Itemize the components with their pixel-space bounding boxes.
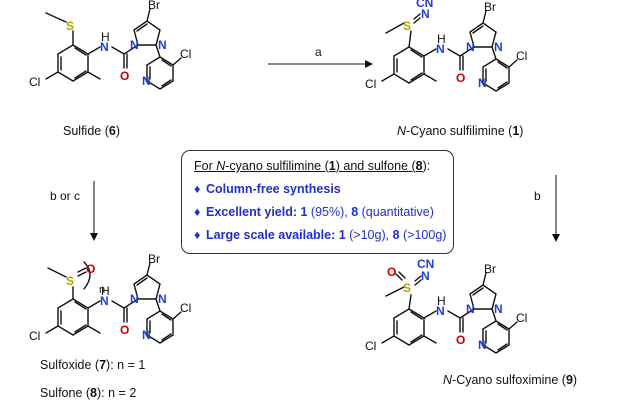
atom-chlorine: Cl: [365, 339, 376, 353]
atom-bromine: Br: [484, 262, 496, 276]
atom-oxygen: O: [387, 265, 396, 279]
atom-nitrogen: N: [100, 40, 109, 54]
atom-nitrogen: N: [158, 292, 167, 306]
diamond-bullet-icon: ♦: [194, 205, 201, 219]
atom-hydrogen: H: [437, 294, 446, 308]
reagent-a: a: [315, 45, 322, 59]
atom-chlorine: Cl: [516, 49, 527, 63]
highlights-heading: For N-cyano sulfilimine (1) and sulfone …: [194, 159, 431, 173]
atom-nitrogen: N: [421, 269, 430, 283]
atom-bromine: Br: [148, 0, 160, 12]
atom-oxygen: O: [456, 333, 465, 347]
structure-sulfilimine: S N CN Cl N H O N N Br N Cl: [365, 0, 527, 92]
atom-chlorine: Cl: [29, 329, 40, 343]
atom-nitrogen: N: [466, 302, 475, 316]
atom-nitrogen: N: [142, 74, 151, 88]
highlight-item-yield: ♦Excellent yield: 1 (95%), 8 (quantitati…: [194, 205, 434, 219]
atom-oxygen: O: [120, 69, 129, 83]
atom-chlorine: Cl: [516, 311, 527, 325]
reagent-b: b: [534, 189, 541, 203]
atom-chlorine: Cl: [29, 75, 40, 89]
atom-oxygen: O: [456, 71, 465, 85]
atom-nitrogen: N: [142, 328, 151, 342]
atom-nitrogen: N: [130, 38, 139, 52]
atom-chlorine: Cl: [180, 47, 191, 61]
atom-cyano: CN: [416, 0, 433, 10]
caption-sulfoximine: N-Cyano sulfoximine (9): [443, 373, 577, 387]
atom-oxygen: O: [120, 323, 129, 337]
atom-sulfur: S: [403, 19, 411, 33]
structure-sulfoximine: S O N CN Cl N H O N N Br N Cl: [365, 257, 527, 354]
caption-sulfoxide: Sulfoxide (7): n = 1: [40, 358, 145, 372]
atom-oxygen: O: [86, 262, 95, 276]
atom-nitrogen: N: [466, 40, 475, 54]
atom-nitrogen: N: [478, 338, 487, 352]
atom-chlorine: Cl: [365, 77, 376, 91]
reagent-b-or-c: b or c: [50, 189, 80, 203]
atom-nitrogen: N: [421, 7, 430, 21]
structure-sulfoxide: S O n Cl N H O N N Br N Cl: [29, 252, 191, 344]
atom-chlorine: Cl: [180, 301, 191, 315]
atom-nitrogen: N: [478, 76, 487, 90]
atom-nitrogen: N: [100, 294, 109, 308]
caption-sulfone: Sulfone (8): n = 2: [40, 386, 136, 400]
highlights-box: For N-cyano sulfilimine (1) and sulfone …: [181, 150, 454, 254]
atom-nitrogen: N: [130, 292, 139, 306]
structure-sulfide: S Cl N H O N N Br N Cl: [29, 0, 191, 90]
atom-sulfur: S: [66, 19, 74, 33]
diamond-bullet-icon: ♦: [194, 228, 201, 242]
atom-nitrogen: N: [436, 42, 445, 56]
atom-nitrogen: N: [158, 38, 167, 52]
highlight-item-column-free: ♦Column-free synthesis: [194, 182, 341, 196]
atom-bromine: Br: [484, 0, 496, 14]
atom-cyano: CN: [417, 257, 434, 271]
atom-hydrogen: H: [101, 30, 110, 44]
atom-nitrogen: N: [494, 302, 503, 316]
atom-hydrogen: H: [101, 284, 110, 298]
atom-bromine: Br: [148, 252, 160, 266]
atom-index-n: n: [99, 284, 105, 296]
diamond-bullet-icon: ♦: [194, 182, 201, 196]
atom-sulfur: S: [403, 281, 411, 295]
atom-sulfur: S: [66, 274, 74, 288]
atom-nitrogen: N: [494, 40, 503, 54]
highlight-item-scale: ♦Large scale available: 1 (>10g), 8 (>10…: [194, 228, 447, 242]
caption-sulfilimine: N-Cyano sulfilimine (1): [397, 124, 523, 138]
atom-hydrogen: H: [437, 32, 446, 46]
atom-nitrogen: N: [436, 304, 445, 318]
caption-sulfide: Sulfide (6): [63, 124, 120, 138]
